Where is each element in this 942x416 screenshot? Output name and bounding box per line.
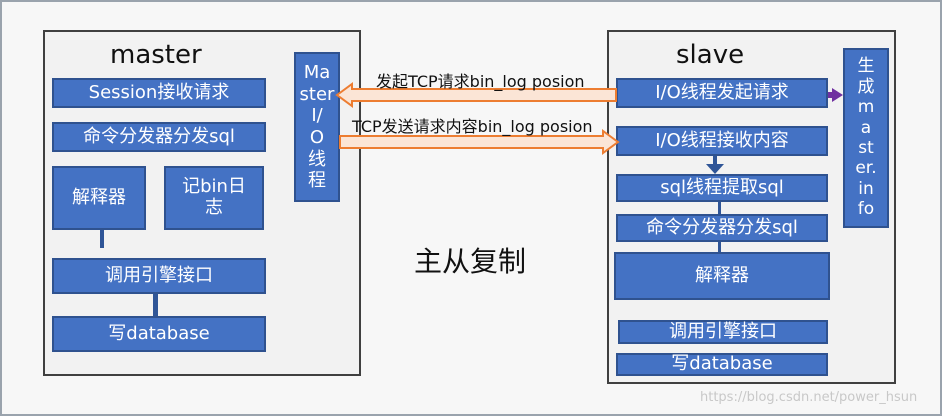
slave-connector-3 — [718, 242, 721, 252]
master-info-line-4: a — [860, 117, 872, 138]
master-io-line-1: Ma — [303, 62, 331, 84]
slave-title: slave — [676, 40, 745, 70]
io-to-master-info-line — [828, 92, 834, 98]
master-connector-2 — [153, 294, 158, 316]
slave-connector-2 — [718, 202, 721, 214]
master-write-box: 写database — [52, 316, 266, 352]
master-binlog-box: 记bin日志 — [164, 166, 264, 230]
master-parser-box: 解释器 — [52, 166, 146, 230]
slave-master-info-box: 生 成 m a st er. in fo — [843, 48, 889, 228]
master-io-line-3: I/ — [311, 105, 323, 127]
send-arrow-label: TCP发送请求内容bin_log posion — [352, 117, 593, 136]
master-dispatcher-box: 命令分发器分发sql — [52, 122, 266, 152]
master-connector-1 — [100, 230, 104, 248]
diagram-title: 主从复制 — [414, 245, 527, 278]
master-session-box: Session接收请求 — [52, 78, 266, 108]
master-io-line-6: 程 — [308, 170, 326, 192]
master-info-line-1: 生 — [857, 56, 875, 77]
master-engine-box: 调用引擎接口 — [52, 258, 266, 294]
slave-connector-1 — [713, 156, 717, 168]
master-info-line-3: m — [857, 97, 875, 118]
master-info-line-7: in — [858, 178, 874, 199]
slave-parser-box: 解释器 — [614, 252, 830, 300]
master-binlog-label: 记bin日志 — [182, 176, 246, 218]
slave-engine-box: 调用引擎接口 — [618, 320, 828, 344]
slave-write-box: 写database — [616, 353, 828, 376]
master-io-line-5: 线 — [308, 148, 326, 170]
slave-connector-1-head — [706, 164, 724, 174]
request-arrow — [335, 82, 617, 108]
master-io-thread-box: Ma ster I/ O 线 程 — [294, 52, 340, 202]
send-arrow — [339, 129, 620, 155]
io-to-master-info-head — [832, 88, 843, 102]
request-arrow-label: 发起TCP请求bin_log posion — [376, 72, 585, 91]
master-info-line-8: fo — [857, 199, 875, 220]
master-info-line-6: er. — [855, 158, 877, 179]
master-io-line-2: ster — [299, 83, 335, 105]
watermark: https://blog.csdn.net/power_hsun — [700, 390, 918, 405]
slave-io-receive-box: I/O线程接收内容 — [616, 126, 828, 156]
master-io-line-4: O — [309, 127, 325, 148]
master-info-line-5: st — [858, 138, 874, 158]
slave-dispatcher-box: 命令分发器分发sql — [616, 214, 828, 242]
master-title: master — [110, 40, 202, 70]
master-info-line-2: 成 — [857, 76, 875, 97]
slave-sql-thread-box: sql线程提取sql — [616, 174, 828, 202]
